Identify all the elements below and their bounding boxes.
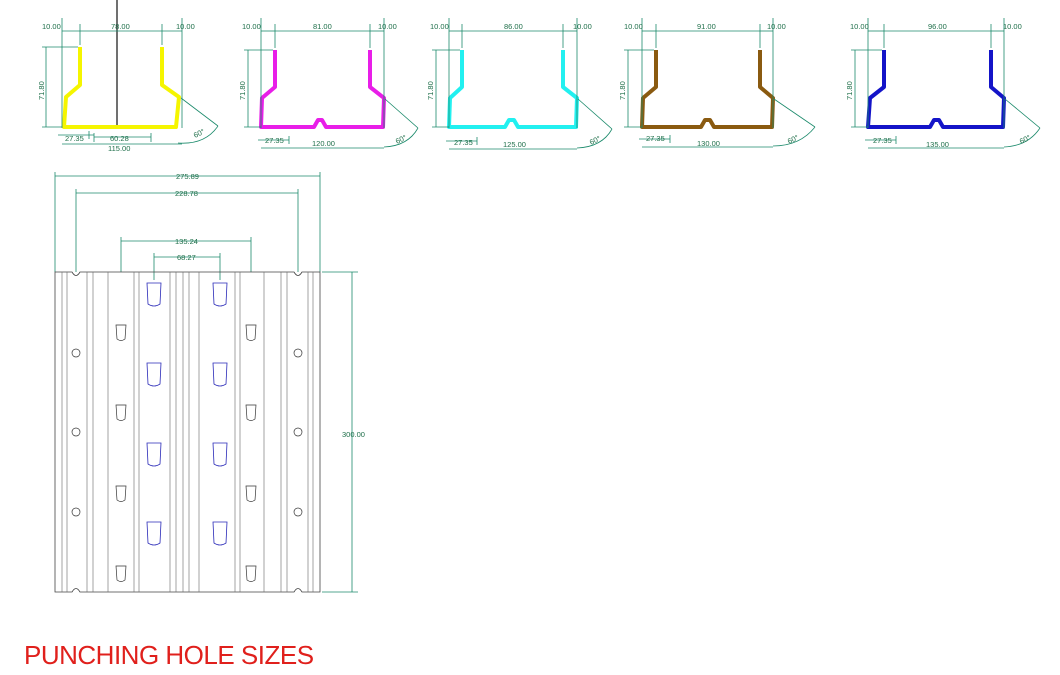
- profile-4-width-dim: 130.00: [697, 139, 720, 148]
- profile-3-foot-dim: 27.35: [454, 138, 473, 147]
- small-slots: [115, 324, 257, 582]
- profile-4-height-dim: 71.80: [618, 81, 627, 100]
- profile-2-foot-dim: 27.35: [265, 136, 284, 145]
- profile-2-left-dim: 10.00: [242, 22, 261, 31]
- profile-5-foot-dim: 27.35: [873, 136, 892, 145]
- profile-1-angle: 60°: [192, 127, 206, 140]
- profile-1: 10.00 78.00 10.00 71.80 27.35 60.28 115.…: [37, 18, 219, 153]
- profile-1-right-dim: 10.00: [176, 22, 195, 31]
- plate-length-dim: 300.00: [342, 430, 365, 439]
- plate-center-span-dim: 68.27: [177, 253, 196, 262]
- profile-2-top-dim: 81.00: [313, 22, 332, 31]
- profile-2: 10.00 81.00 10.00 71.80 27.35 120.00 60°: [238, 18, 419, 149]
- profile-5-height-dim: 71.80: [845, 81, 854, 100]
- profile-2-right-dim: 10.00: [378, 22, 397, 31]
- profile-4-top-dim: 91.00: [697, 22, 716, 31]
- plate-inner-span-dim: 135.24: [175, 237, 198, 246]
- profile-5-section: [866, 50, 1006, 129]
- profile-3: 10.00 86.00 10.00 71.80 27.35 125.00 60°: [426, 18, 613, 150]
- profile-4: 10.00 91.00 10.00 71.80 27.35 130.00 60°: [618, 18, 816, 148]
- profile-5-angle: 60°: [1018, 133, 1032, 146]
- plate-drawing: 275.89 228.78 135.24 68.27 300.00: [54, 172, 365, 593]
- profile-1-foot-dim: 27.35: [65, 134, 84, 143]
- profile-1-section: [62, 47, 181, 129]
- profile-4-foot-dim: 27.35: [646, 134, 665, 143]
- plate-hole-span-dim: 228.78: [175, 189, 198, 198]
- round-holes: [71, 348, 303, 517]
- profile-2-section: [259, 50, 386, 129]
- profile-1-mid-dim: 60.28: [110, 134, 129, 143]
- profile-3-left-dim: 10.00: [430, 22, 449, 31]
- profile-3-right-dim: 10.00: [573, 22, 592, 31]
- caption-title: PUNCHING HOLE SIZES: [24, 640, 314, 670]
- profile-2-width-dim: 120.00: [312, 139, 335, 148]
- profile-5-right-dim: 10.00: [1003, 22, 1022, 31]
- profile-3-height-dim: 71.80: [426, 81, 435, 100]
- profile-4-right-dim: 10.00: [767, 22, 786, 31]
- profile-4-section: [640, 50, 775, 129]
- profile-1-width-dim: 115.00: [108, 144, 130, 153]
- profile-1-height-dim: 71.80: [37, 81, 46, 100]
- profile-1-left-dim: 10.00: [42, 22, 61, 31]
- large-slots: [146, 282, 228, 546]
- profile-5-top-dim: 96.00: [928, 22, 947, 31]
- profile-5-left-dim: 10.00: [850, 22, 869, 31]
- profile-3-top-dim: 86.00: [504, 22, 523, 31]
- profile-1-top-dim: 78.00: [111, 22, 130, 31]
- profile-2-height-dim: 71.80: [238, 81, 247, 100]
- profile-3-angle: 60°: [588, 134, 602, 147]
- profile-4-angle: 60°: [786, 133, 800, 146]
- profile-5: 10.00 96.00 10.00 71.80 27.35 135.00 60°: [845, 18, 1041, 149]
- plate-overall-width-dim: 275.89: [176, 172, 199, 181]
- plate-ribs: [61, 272, 314, 592]
- plate-outline: [54, 271, 321, 593]
- profile-2-angle: 60°: [394, 133, 408, 146]
- profile-4-left-dim: 10.00: [624, 22, 643, 31]
- profile-3-width-dim: 125.00: [503, 140, 526, 149]
- profile-5-width-dim: 135.00: [926, 140, 949, 149]
- profile-3-section: [447, 50, 579, 129]
